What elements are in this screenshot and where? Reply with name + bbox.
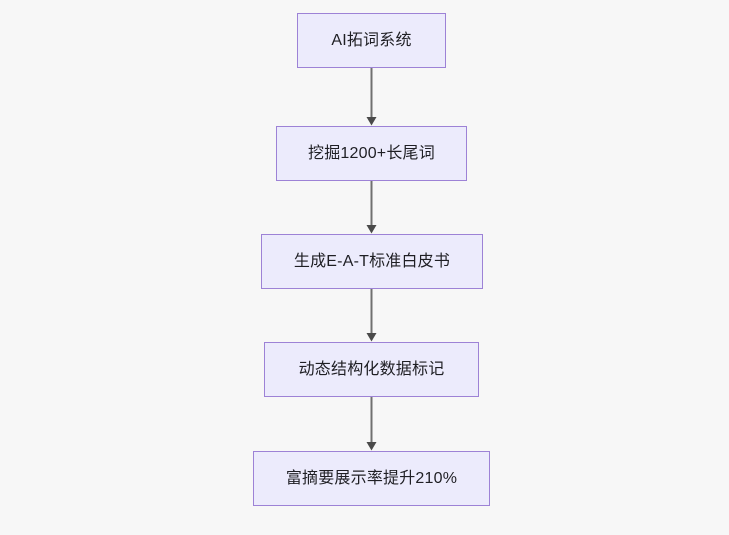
edge-n4-n5 — [366, 397, 377, 451]
edge-n2-n3 — [366, 181, 377, 234]
node-label: AI拓词系统 — [331, 31, 412, 49]
node-label: 动态结构化数据标记 — [298, 360, 445, 378]
arrowhead-icon — [366, 225, 377, 234]
edge-n1-n2 — [366, 68, 377, 126]
flowchart-node-mine-longtail-keywords[interactable]: 挖掘1200+长尾词 — [276, 126, 467, 181]
arrowhead-icon — [366, 333, 377, 342]
flowchart-node-dynamic-structured-data-markup[interactable]: 动态结构化数据标记 — [264, 342, 479, 397]
flowchart-node-generate-eat-whitepaper[interactable]: 生成E-A-T标准白皮书 — [261, 234, 483, 289]
flowchart-node-ai-keyword-system[interactable]: AI拓词系统 — [297, 13, 446, 68]
flowchart-node-rich-snippet-impression-lift[interactable]: 富摘要展示率提升210% — [253, 451, 490, 506]
node-label: 富摘要展示率提升210% — [285, 469, 458, 487]
arrowhead-icon — [366, 442, 377, 451]
arrowhead-icon — [366, 117, 377, 126]
node-label: 生成E-A-T标准白皮书 — [293, 252, 451, 270]
edge-n3-n4 — [366, 289, 377, 342]
node-label: 挖掘1200+长尾词 — [308, 144, 435, 162]
